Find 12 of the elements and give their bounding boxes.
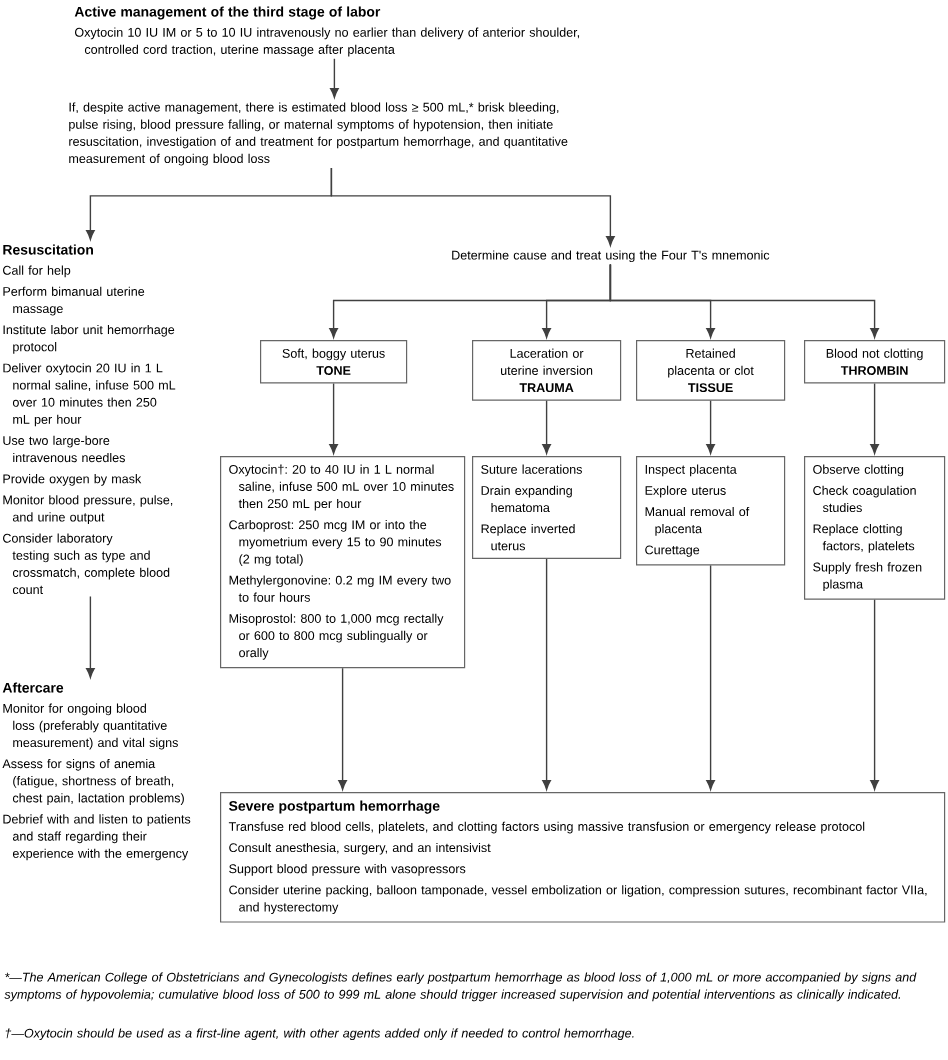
- arrow: [706, 564, 715, 791]
- arrow: [86, 595, 95, 679]
- arrow: [706, 400, 715, 455]
- arrow: [542, 400, 551, 455]
- arrow: [329, 382, 338, 455]
- arrow: [338, 667, 347, 791]
- arrow: [542, 558, 551, 791]
- arrow: [609, 263, 879, 339]
- arrow: [330, 167, 615, 247]
- arrow: [870, 382, 879, 455]
- arrow: [870, 599, 879, 791]
- arrow: [330, 58, 339, 99]
